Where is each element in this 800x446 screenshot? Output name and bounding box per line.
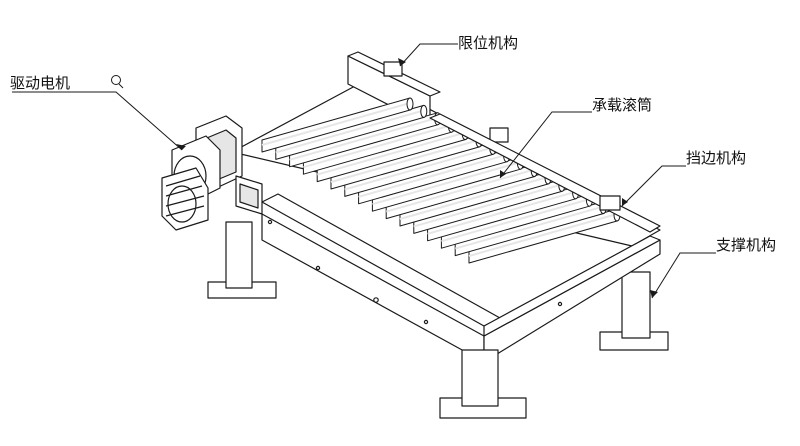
leader-side-guard <box>621 165 686 207</box>
leader-support-mechanism <box>651 252 716 299</box>
carrier-rollers <box>261 97 621 264</box>
label-support-mechanism: 支撑机构 <box>716 236 777 254</box>
roller <box>399 171 552 227</box>
label-carrier-roller: 承载滚筒 <box>592 96 653 114</box>
drive-motor <box>161 115 263 231</box>
support-leg-back-right <box>599 271 669 351</box>
label-limit-mechanism: 限位机构 <box>458 34 519 52</box>
leader-drive-motor <box>12 75 183 151</box>
label-side-guard: 挡边机构 <box>686 149 747 167</box>
front-side-frame <box>261 193 661 363</box>
support-leg-front <box>439 349 527 419</box>
side-guard <box>429 113 661 233</box>
label-drive-motor: 驱动电机 <box>10 74 71 92</box>
roller <box>261 97 414 153</box>
support-leg-back-left <box>207 221 277 299</box>
leader-limit-mechanism <box>399 43 458 67</box>
leader-carrier-roller <box>499 111 592 179</box>
